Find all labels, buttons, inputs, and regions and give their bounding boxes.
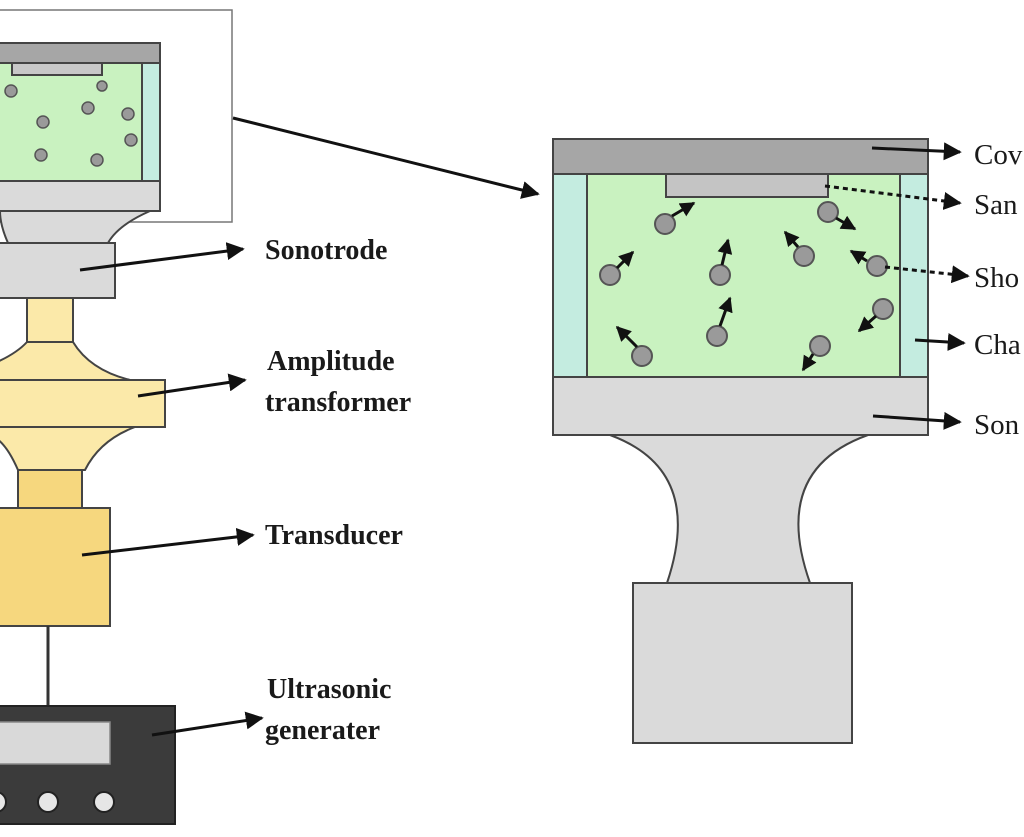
apparatus: Sonotrode Amplitude transformer Transduc… [0, 9, 411, 825]
label-transducer: Transducer [265, 520, 403, 551]
transducer-block [0, 507, 111, 627]
detail-shots [599, 201, 894, 372]
label-chamber: Cha [974, 329, 1021, 361]
small-shots [4, 80, 138, 167]
small-cover [0, 42, 161, 64]
sonotrode-pointer [79, 242, 245, 272]
sonotrode-detail-pointer [872, 411, 962, 430]
detail-cover [552, 138, 929, 175]
amplitude-upper-flare [0, 341, 131, 381]
detail-sample [665, 173, 829, 198]
zoom-arrow [232, 116, 540, 199]
label-generator-2: generater [265, 715, 380, 746]
shot [599, 250, 635, 286]
shot [615, 325, 653, 367]
shot-pointer [884, 265, 970, 284]
sample-pointer [824, 184, 962, 210]
label-amplitude-1: Amplitude [267, 346, 395, 377]
label-generator-1: Ultrasonic [267, 674, 391, 705]
amplitude-lower-flare [0, 426, 136, 471]
small-sonotrode-top [0, 180, 161, 212]
label-sonotrode-detail: Son [974, 409, 1020, 441]
small-sample [11, 62, 103, 76]
generator-display [0, 721, 111, 765]
amplitude-lower-neck [17, 469, 83, 509]
shot [706, 296, 733, 347]
chamber-pointer [914, 333, 966, 351]
amplitude-pointer [137, 373, 247, 398]
small-wall [141, 62, 161, 182]
shot [857, 298, 894, 333]
detail-base [632, 582, 853, 744]
shot [783, 230, 815, 267]
label-sample: San [974, 189, 1018, 221]
shot [817, 201, 857, 231]
amplitude-upper-neck [26, 297, 74, 343]
label-amplitude-2: transformer [265, 387, 411, 418]
sonotrode-block [0, 242, 116, 299]
cover-pointer [871, 142, 962, 161]
detail-liquid [586, 173, 901, 378]
amplitude-body [0, 379, 166, 428]
detail-sonotrode-plate [552, 376, 929, 436]
label-shot: Sho [974, 262, 1019, 294]
small-liquid [0, 62, 143, 182]
shot [654, 201, 696, 235]
detail-wall-right [899, 173, 929, 378]
detail-wall-left [552, 173, 588, 378]
detail-horn [609, 434, 869, 584]
label-cover: Cov [974, 139, 1023, 171]
transducer-pointer [81, 527, 255, 557]
generator-knobs [0, 791, 115, 813]
small-sonotrode-neck [0, 210, 151, 244]
label-sonotrode: Sonotrode [265, 235, 387, 266]
shot [801, 335, 831, 372]
detail-view: Cov San Sho Cha Son [552, 138, 1023, 744]
generator-pointer [151, 711, 264, 737]
shot [709, 238, 733, 286]
